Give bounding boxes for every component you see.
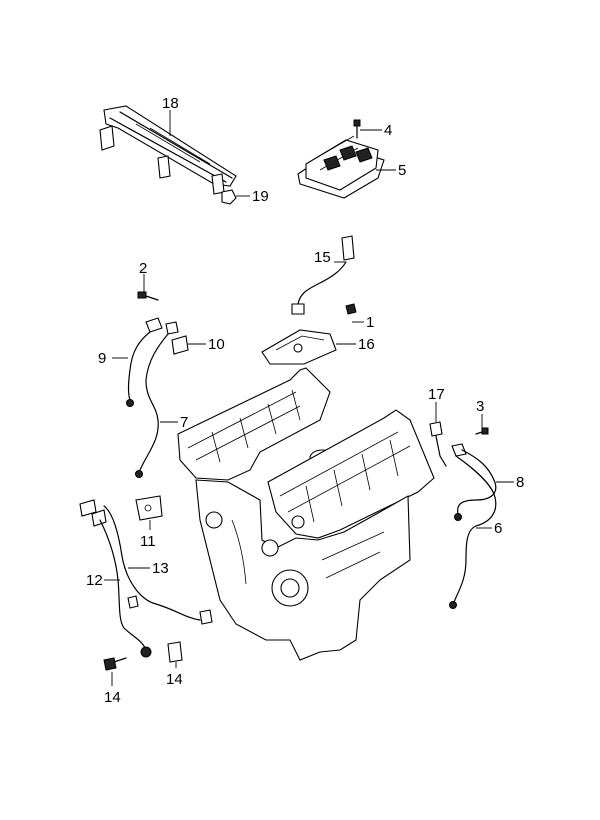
callout-1: 1	[366, 314, 374, 331]
part-14-bolt-left	[103, 657, 127, 671]
part-15-sensor	[291, 235, 355, 315]
callout-2: 2	[139, 260, 147, 277]
part-5-ecu	[297, 135, 385, 199]
part-11-bracket	[135, 495, 163, 521]
part-3-bolt	[475, 427, 489, 435]
callout-15: 15	[314, 249, 331, 266]
callout-18: 18	[162, 95, 179, 112]
callout-11: 11	[140, 533, 156, 550]
part-19-nut	[221, 189, 237, 205]
part-6-harness	[449, 455, 497, 609]
callout-13: 13	[152, 560, 169, 577]
part-18-bracket	[99, 105, 237, 195]
callout-3: 3	[476, 398, 484, 415]
part-13-harness	[79, 499, 213, 625]
callout-17: 17	[428, 386, 445, 403]
callout-8: 8	[516, 474, 524, 491]
part-16-bracket	[261, 329, 337, 365]
callout-14-right: 14	[166, 671, 183, 688]
callout-16: 16	[358, 336, 375, 353]
callout-4: 4	[384, 122, 392, 139]
part-4-bolt	[353, 119, 361, 139]
leader-lines	[104, 110, 514, 686]
part-2-bolt	[137, 291, 159, 301]
callouts: 18 19 4 5 15 1 16 2 10 9 7 17 3 8 6 11 1…	[86, 95, 524, 706]
callout-5: 5	[398, 162, 406, 179]
callout-9: 9	[98, 350, 106, 367]
engine-block	[177, 367, 435, 661]
callout-7: 7	[180, 414, 188, 431]
part-12-harness	[99, 519, 152, 658]
part-14-bolt-right	[167, 641, 183, 663]
callout-14-left: 14	[104, 689, 121, 706]
part-8-harness	[451, 443, 497, 521]
callout-19: 19	[252, 188, 269, 205]
part-10-clip	[171, 335, 189, 355]
callout-10: 10	[208, 336, 225, 353]
part-9-harness	[126, 317, 179, 478]
part-1-bolt	[345, 303, 357, 315]
callout-12: 12	[86, 572, 103, 589]
part-17-sensor	[429, 421, 447, 467]
callout-6: 6	[494, 520, 502, 537]
